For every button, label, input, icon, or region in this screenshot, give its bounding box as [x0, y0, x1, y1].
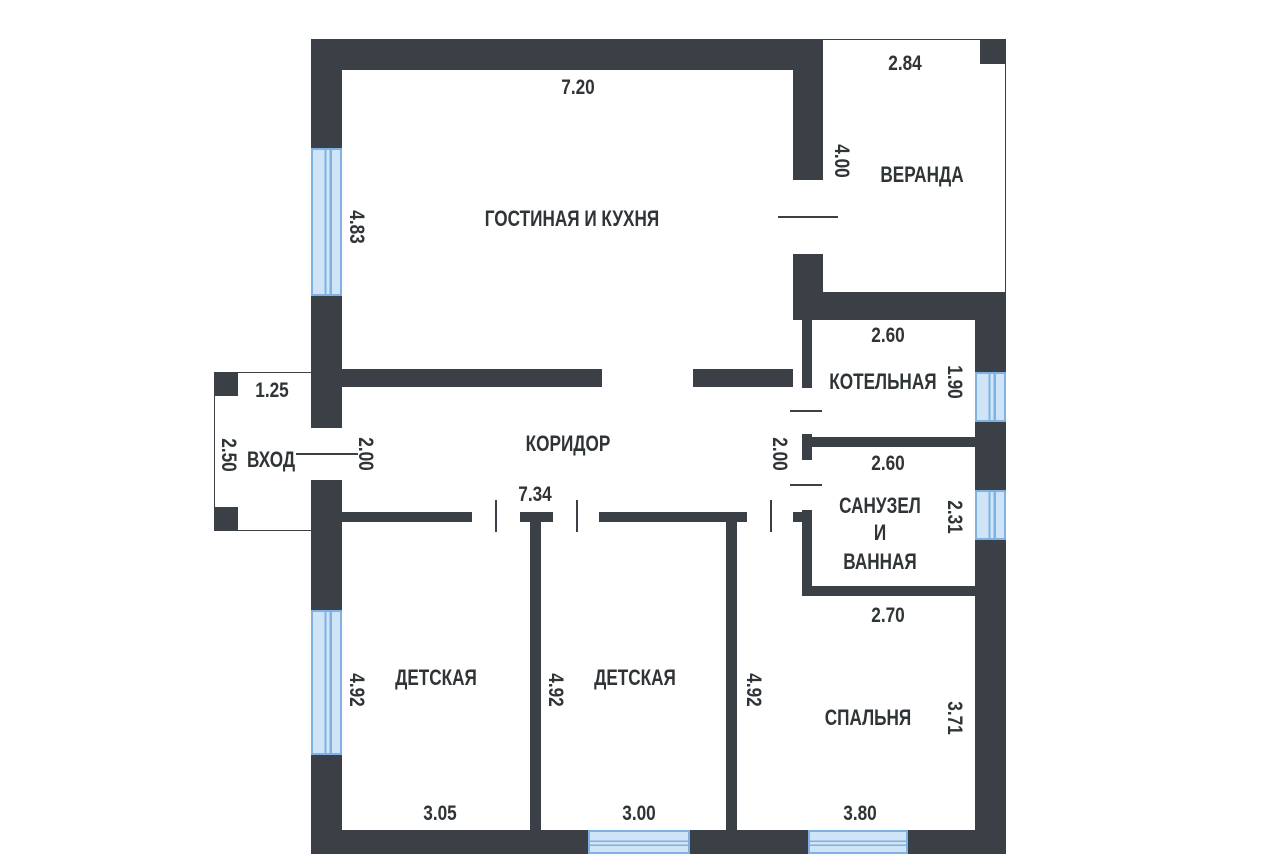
wall-boiler-bath	[802, 437, 975, 447]
dim-kids2-depth: 4.92	[544, 673, 567, 707]
room-label-kids1: ДЕТСКАЯ	[395, 665, 477, 690]
veranda-outline	[823, 39, 1006, 294]
wall-kids1-kids2	[530, 520, 541, 832]
wall-kids2-bedroom	[726, 520, 737, 832]
dim-bedroom-depth: 3.71	[943, 701, 966, 735]
room-label-boiler: КОТЕЛЬНАЯ	[829, 369, 937, 394]
door-kids2-mark	[576, 500, 578, 532]
wall-living-corridor-right	[693, 369, 793, 387]
entrance-post-bottom	[214, 507, 238, 531]
room-label-corridor: КОРИДОР	[525, 431, 611, 456]
dim-veranda-width: 2.84	[888, 52, 922, 75]
room-label-kids2: ДЕТСКАЯ	[594, 665, 676, 690]
dim-bedroom-left: 4.92	[742, 673, 765, 707]
window-kids1	[311, 610, 342, 755]
window-kids2	[588, 830, 690, 854]
entrance-outline	[214, 372, 312, 531]
room-label-bathroom-2: И	[873, 520, 887, 545]
room-label-living-kitchen: ГОСТИНАЯ И КУХНЯ	[484, 206, 660, 231]
room-label-bathroom-3: ВАННАЯ	[843, 549, 917, 574]
door-boiler-mark	[790, 410, 822, 412]
room-label-bedroom: СПАЛЬНЯ	[824, 705, 912, 730]
dim-living-depth: 4.83	[345, 210, 368, 244]
dim-bedroom-bottom: 3.80	[843, 802, 877, 825]
dim-bedroom-width: 2.70	[871, 604, 905, 627]
dim-bathroom-width: 2.60	[871, 452, 905, 475]
door-kids1-mark	[495, 500, 497, 532]
door-bathroom-mark	[790, 484, 822, 486]
door-bedroom-mark	[770, 500, 772, 532]
veranda-corner-post	[980, 39, 1006, 64]
door-entrance-mark	[296, 453, 358, 455]
window-boiler	[975, 372, 1006, 422]
dim-boiler-depth: 1.90	[943, 365, 966, 399]
dim-veranda-depth: 4.00	[830, 144, 853, 178]
dim-kids1-width: 3.05	[423, 802, 457, 825]
room-label-bathroom-1: САНУЗЕЛ	[839, 493, 921, 518]
wall-bath-bedroom	[802, 586, 975, 596]
entrance-post-top	[214, 372, 238, 396]
wall-corridor-service	[802, 320, 812, 595]
dim-corridor-length: 7.34	[518, 483, 552, 506]
dim-entrance-depth: 2.50	[217, 438, 240, 472]
room-label-veranda: ВЕРАНДА	[880, 162, 964, 187]
wall-veranda-bottom	[793, 292, 1006, 320]
dim-boiler-width: 2.60	[871, 324, 905, 347]
dim-kids1-depth: 4.92	[345, 673, 368, 707]
dim-living-width: 7.20	[561, 76, 595, 99]
window-bathroom	[975, 490, 1006, 540]
window-bedroom	[808, 830, 908, 854]
dim-entrance-width: 1.25	[255, 379, 289, 402]
window-living	[311, 148, 342, 296]
wall-top-main	[311, 39, 823, 70]
dim-bathroom-depth: 2.31	[943, 500, 966, 534]
room-label-entrance: ВХОД	[246, 447, 296, 472]
wall-living-corridor-left	[342, 369, 602, 387]
dim-kids2-width: 3.00	[622, 802, 656, 825]
door-living-veranda-mark	[778, 216, 838, 218]
dim-corridor-right: 2.00	[768, 437, 791, 471]
dim-corridor-left: 2.00	[354, 437, 377, 471]
